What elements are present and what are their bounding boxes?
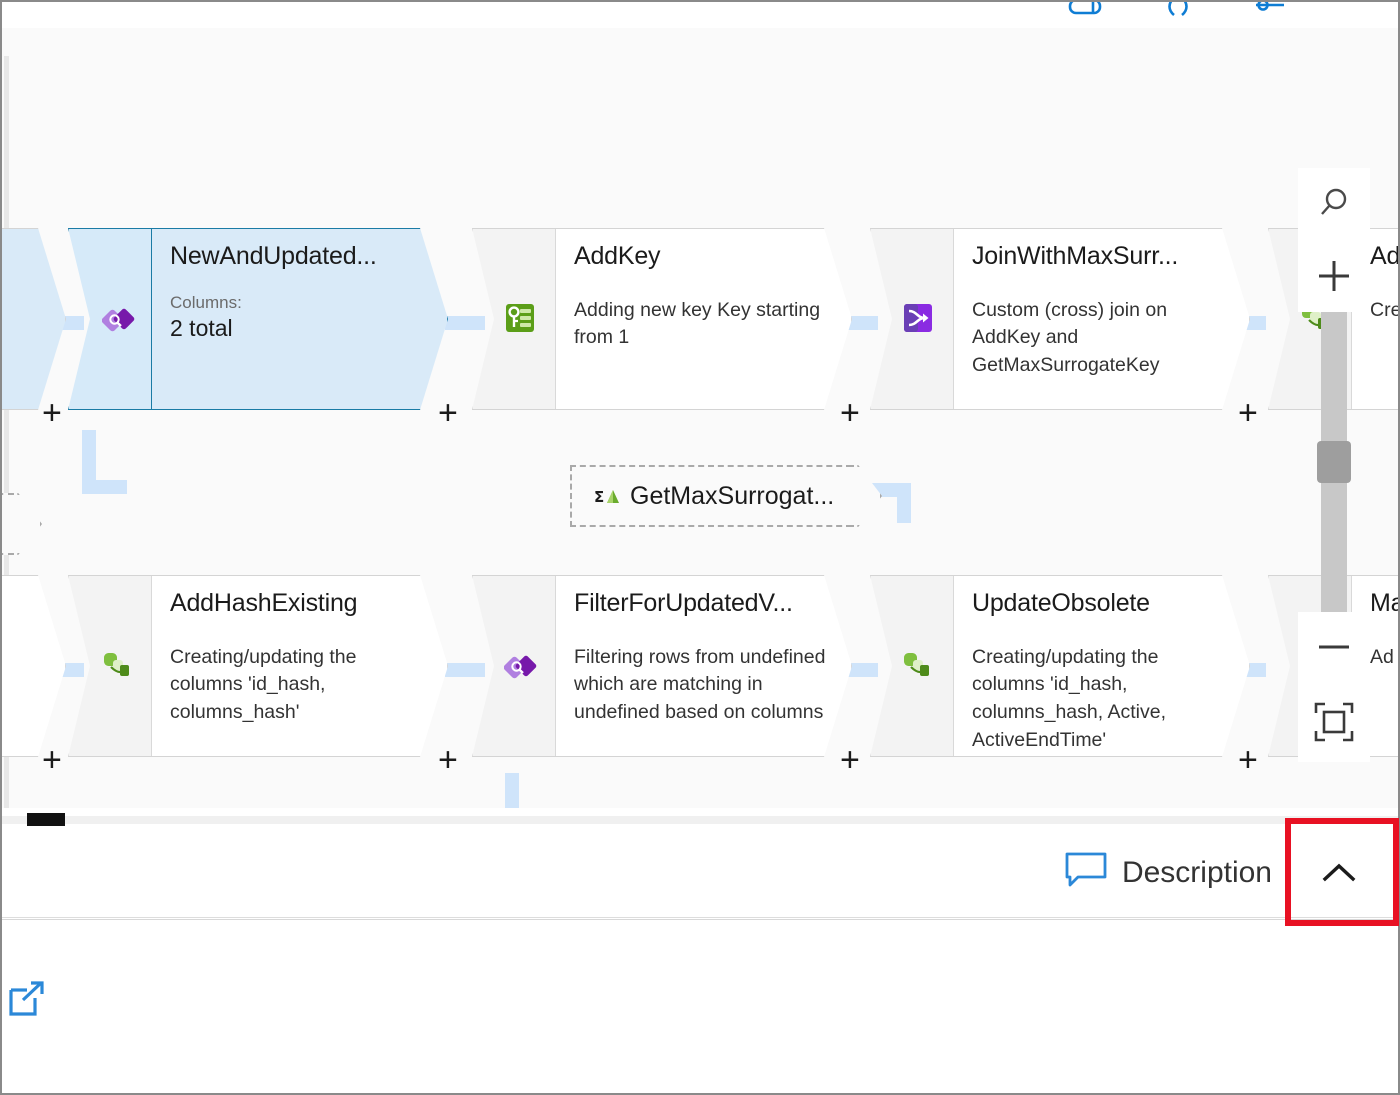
flow-node-new-and-updated[interactable]: NewAndUpdated... Columns: 2 total + xyxy=(68,228,458,430)
node-body: Ad Cre col col M xyxy=(1352,228,1398,410)
node-body xyxy=(2,575,66,757)
node-columns-label: Columns: xyxy=(170,292,242,312)
scrollbar-track[interactable] xyxy=(2,816,1398,824)
ruler-icon[interactable] xyxy=(1066,2,1106,18)
zoom-slider-thumb[interactable] xyxy=(1317,441,1351,483)
node-description: Filtering rows from undefined which are … xyxy=(574,645,826,723)
node-title: Ma xyxy=(1370,589,1391,617)
dashed-node-get-max-surrogate[interactable]: Σ GetMaxSurrogat... xyxy=(570,465,852,527)
node-body: FilterForUpdatedV... Filtering rows from… xyxy=(556,575,852,757)
node-title: NewAndUpdated... xyxy=(170,242,377,270)
canvas-left-rail xyxy=(4,56,9,808)
add-node-plus-button[interactable]: + xyxy=(840,741,860,779)
node-description: Ad row xyxy=(1370,645,1394,668)
scrollbar-thumb[interactable] xyxy=(27,813,65,826)
surrogate-key-icon xyxy=(504,302,538,336)
flow-node-join-with-max-surrogate[interactable]: JoinWithMaxSurr... Custom (cross) join o… xyxy=(870,228,1258,430)
dashed-node-partial-left[interactable]: ng xyxy=(2,493,14,555)
add-node-plus-button[interactable]: + xyxy=(42,741,62,779)
chevron-up-icon[interactable] xyxy=(1280,828,1398,918)
node-body: NewAndUpdated... Columns: 2 total xyxy=(152,228,448,410)
node-title: UpdateObsolete xyxy=(972,589,1150,617)
description-bar: Description xyxy=(2,828,1398,918)
flow-node-partial-left-bottom[interactable]: + xyxy=(2,575,66,777)
node-description: Adding new key Key starting from 1 xyxy=(574,298,821,349)
node-title: Ad xyxy=(1370,242,1398,270)
exists-lookup-icon xyxy=(503,649,538,683)
zoom-controls[interactable] xyxy=(1298,168,1370,762)
connector-line xyxy=(445,316,485,330)
top-toolbar xyxy=(2,2,1398,28)
node-body xyxy=(2,228,66,410)
add-node-plus-button[interactable]: + xyxy=(438,394,458,432)
add-node-plus-button[interactable]: + xyxy=(1238,394,1258,432)
zoom-search-icon[interactable] xyxy=(1298,168,1370,240)
description-panel xyxy=(2,919,1398,1093)
comment-bubble-icon xyxy=(1064,851,1108,894)
node-title: AddKey xyxy=(574,242,661,270)
node-description: Creating/updating the columns 'id_hash, … xyxy=(972,645,1167,751)
exists-lookup-icon xyxy=(101,302,136,336)
horizontal-scrollbar[interactable] xyxy=(2,810,1398,828)
add-node-plus-button[interactable]: + xyxy=(438,741,458,779)
add-node-plus-button[interactable]: + xyxy=(840,394,860,432)
add-node-plus-button[interactable]: + xyxy=(42,394,62,432)
derived-column-icon xyxy=(102,649,136,683)
zoom-out-button[interactable] xyxy=(1298,612,1370,682)
aggregate-sigma-icon: Σ xyxy=(594,484,620,508)
zoom-slider-track[interactable] xyxy=(1317,312,1351,612)
flow-node-add-key[interactable]: AddKey Adding new key Key starting from … xyxy=(472,228,860,430)
flow-canvas[interactable]: ng + NewAndU xyxy=(2,28,1398,808)
flow-node-add-hash-existing[interactable]: AddHashExisting Creating/updating the co… xyxy=(68,575,458,777)
svg-text:Σ: Σ xyxy=(594,488,604,506)
node-description: Custom (cross) join on AddKey and GetMax… xyxy=(972,298,1168,376)
connector-elbow xyxy=(82,480,127,494)
node-title: AddHashExisting xyxy=(170,589,358,617)
join-icon xyxy=(902,302,936,336)
zoom-in-button[interactable] xyxy=(1298,240,1370,312)
node-body: UpdateObsolete Creating/updating the col… xyxy=(954,575,1250,757)
description-label: Description xyxy=(1121,855,1272,889)
derived-column-icon xyxy=(902,649,936,683)
node-columns-value: 2 total xyxy=(170,314,233,341)
flow-node-filter-for-updated[interactable]: FilterForUpdatedV... Filtering rows from… xyxy=(472,575,860,777)
add-node-plus-button[interactable]: + xyxy=(1238,741,1258,779)
node-body: AddKey Adding new key Key starting from … xyxy=(556,228,852,410)
node-description: Creating/updating the columns 'id_hash, … xyxy=(170,645,357,723)
node-body: AddHashExisting Creating/updating the co… xyxy=(152,575,448,757)
flow-node-update-obsolete[interactable]: UpdateObsolete Creating/updating the col… xyxy=(870,575,1258,777)
node-title: JoinWithMaxSurr... xyxy=(972,242,1179,270)
fit-to-screen-icon[interactable] xyxy=(1298,682,1370,762)
connector-elbow xyxy=(82,430,96,492)
node-description: Cre col col M xyxy=(1370,298,1391,321)
open-in-new-window-icon[interactable] xyxy=(7,978,49,1020)
node-body: JoinWithMaxSurr... Custom (cross) join o… xyxy=(954,228,1250,410)
flow-node-partial-left-top[interactable]: + xyxy=(2,228,66,430)
connector-line xyxy=(445,663,485,677)
parenthesis-icon[interactable] xyxy=(1158,2,1198,18)
dashed-node-label: GetMaxSurrogat... xyxy=(630,481,835,510)
settings-slider-icon[interactable] xyxy=(1250,2,1290,18)
connector-elbow xyxy=(505,773,519,808)
node-title: FilterForUpdatedV... xyxy=(574,589,793,617)
